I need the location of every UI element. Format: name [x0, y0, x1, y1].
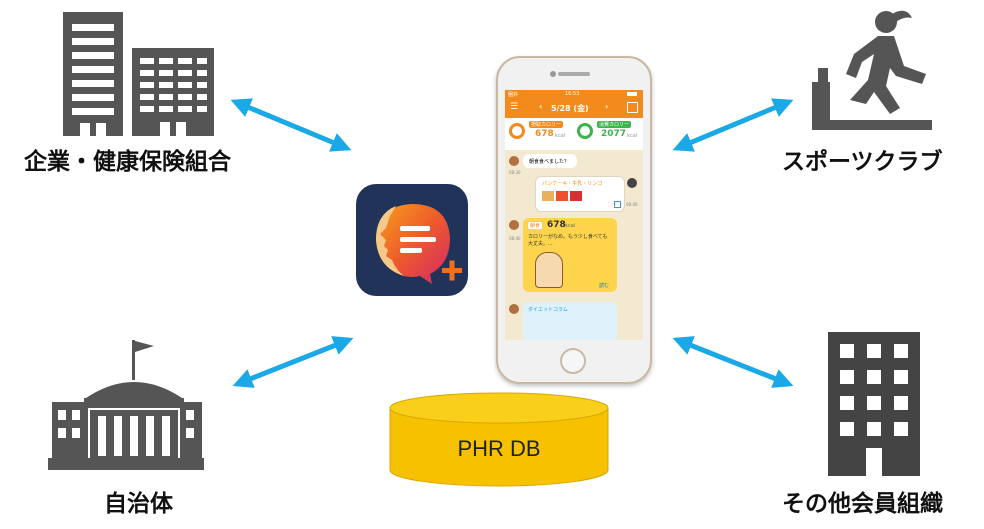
food-card-time: 08:40: [626, 202, 638, 207]
prev-day-icon[interactable]: ‹: [539, 102, 543, 111]
chat-message-1-text: 朝食食べました？: [529, 159, 570, 165]
next-day-icon[interactable]: ›: [605, 102, 609, 111]
food-card[interactable]: パンケーキ・牛乳・リンゴ: [535, 176, 625, 212]
battery-icon: [627, 92, 637, 96]
advisor-illustration: [535, 252, 563, 288]
column-card[interactable]: ダイエットコラム: [523, 302, 617, 340]
apple-photo: [570, 191, 582, 201]
date-title: 5/28 (金): [551, 104, 589, 113]
advisor-avatar-3: [509, 304, 519, 314]
column-tag: ダイエットコラム: [528, 307, 568, 313]
edit-icon[interactable]: [614, 201, 621, 208]
home-button[interactable]: [560, 348, 586, 374]
food-card-title: パンケーキ・牛乳・リンゴ: [542, 181, 603, 187]
chat-message-1-time: 08:30: [509, 170, 521, 175]
burn-ring-icon: [577, 123, 593, 139]
treadmill-runner-icon: [812, 10, 932, 130]
meal-value: 678: [547, 220, 566, 230]
sports-club-label: スポーツクラブ: [782, 149, 943, 175]
user-avatar: [627, 178, 637, 188]
database-label: PHR DB: [457, 436, 541, 461]
calendar-icon[interactable]: [627, 102, 638, 113]
phone-screen: 圏外 16:53 ☰ ‹ 5/28 (金) › 摂取カロリー 678 kcal …: [505, 90, 643, 340]
advisor-avatar: [509, 156, 519, 166]
office-building-icon: [828, 332, 920, 476]
meal-comment: カロリーがなめ。もう少し食べても大丈夫。...: [528, 234, 608, 247]
app-icon: [356, 184, 468, 296]
arrow-sports: [672, 98, 794, 152]
arrow-municipality: [232, 336, 354, 388]
read-more-link[interactable]: 読む: [599, 283, 610, 289]
status-carrier: 圏外: [508, 92, 519, 98]
phone-speaker: [558, 72, 590, 76]
calorie-panel: 摂取カロリー 678 kcal 消費カロリー 2077 kcal: [505, 118, 643, 150]
burn-value: 2077: [601, 129, 627, 139]
milk-photo: [556, 191, 568, 201]
intake-value: 678: [535, 129, 554, 139]
chat-message-1: 朝食食べました？: [523, 154, 577, 168]
status-time: 16:53: [565, 91, 580, 97]
arrow-other: [672, 336, 794, 388]
burn-label: 消費カロリー: [597, 121, 632, 128]
phr-database: [389, 392, 609, 487]
intake-ring-icon: [509, 123, 525, 139]
advisor-avatar-2: [509, 220, 519, 230]
burn-unit: kcal: [627, 133, 638, 139]
date-nav-bar: ☰ ‹ 5/28 (金) ›: [505, 98, 643, 118]
other-org-label: その他会員組織: [782, 491, 943, 517]
meal-advice-card[interactable]: 朝食 678 kcal カロリーがなめ。もう少し食べても大丈夫。... 読む: [523, 218, 617, 292]
meal-unit: kcal: [565, 223, 576, 229]
municipality-label: 自治体: [104, 491, 173, 517]
menu-icon[interactable]: ☰: [510, 102, 519, 112]
status-bar: 圏外 16:53: [505, 90, 643, 98]
corporate-label: 企業・健康保険組合: [24, 149, 231, 175]
pancake-photo: [542, 191, 554, 201]
meal-time: 08:40: [509, 236, 521, 241]
office-buildings-icon: [63, 12, 214, 136]
meal-tag: 朝食: [528, 222, 543, 229]
intake-unit: kcal: [555, 133, 566, 139]
smartphone: 圏外 16:53 ☰ ‹ 5/28 (金) › 摂取カロリー 678 kcal …: [496, 56, 652, 384]
city-hall-icon: [48, 340, 204, 470]
phone-camera: [550, 71, 556, 77]
arrow-corporate: [230, 98, 352, 152]
intake-label: 摂取カロリー: [529, 121, 564, 128]
